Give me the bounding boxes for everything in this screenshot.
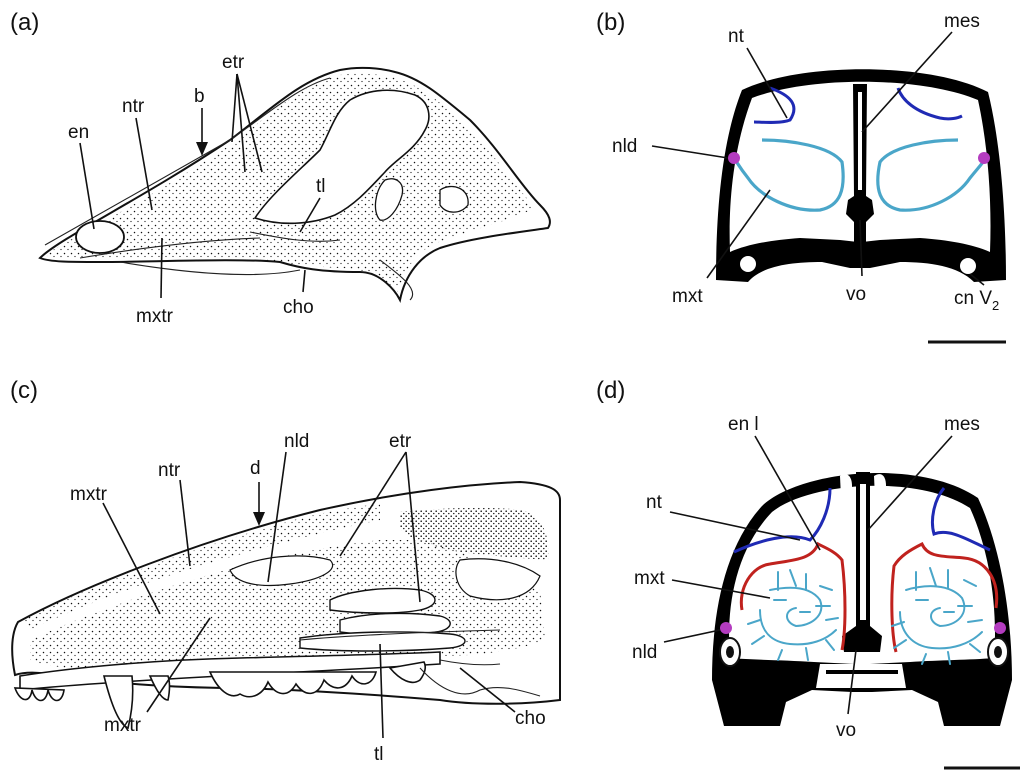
label-nld: nld (632, 642, 657, 663)
label-etr: etr (222, 52, 245, 73)
label-nt: nt (646, 492, 663, 513)
panel-a-letter: (a) (10, 9, 39, 36)
label-cho: cho (515, 708, 546, 729)
label-mxt: mxt (672, 286, 703, 307)
label-mes: mes (944, 414, 980, 435)
panel-b-letter: (b) (596, 9, 625, 36)
label-cho: cho (283, 297, 314, 318)
label-cn-v2: cn V2 (954, 288, 999, 313)
label-ntr: ntr (158, 460, 181, 481)
label-nt: nt (728, 26, 745, 47)
label-tl: tl (316, 176, 326, 197)
label-mxtr-top: mxtr (70, 484, 108, 505)
label-d-arrow: d (250, 458, 261, 479)
label-mxt: mxt (634, 568, 665, 589)
label-vo: vo (836, 720, 856, 741)
label-en-l: en l (728, 414, 759, 435)
label-nld: nld (612, 136, 637, 157)
label-mes: mes (944, 11, 980, 32)
panel-b: (b) (596, 9, 1006, 342)
label-tl: tl (374, 744, 384, 765)
label-ntr: ntr (122, 96, 145, 117)
panel-c: (c) (10, 377, 560, 765)
panel-d-letter: (d) (596, 377, 625, 404)
panel-a-skull-drawing (40, 68, 550, 300)
label-vo: vo (846, 284, 866, 305)
label-mxtr: mxtr (136, 306, 174, 327)
panel-c-letter: (c) (10, 377, 38, 404)
label-en: en (68, 122, 89, 143)
panel-d-cross-section (712, 472, 1012, 726)
label-nld: nld (284, 431, 309, 452)
panel-d: (d) (596, 377, 1020, 768)
label-mxtr-bottom: mxtr (104, 715, 142, 736)
panel-c-skull-drawing (12, 482, 560, 728)
label-etr: etr (389, 431, 412, 452)
label-b-arrow: b (194, 86, 205, 107)
panel-a: (a) (10, 9, 550, 327)
